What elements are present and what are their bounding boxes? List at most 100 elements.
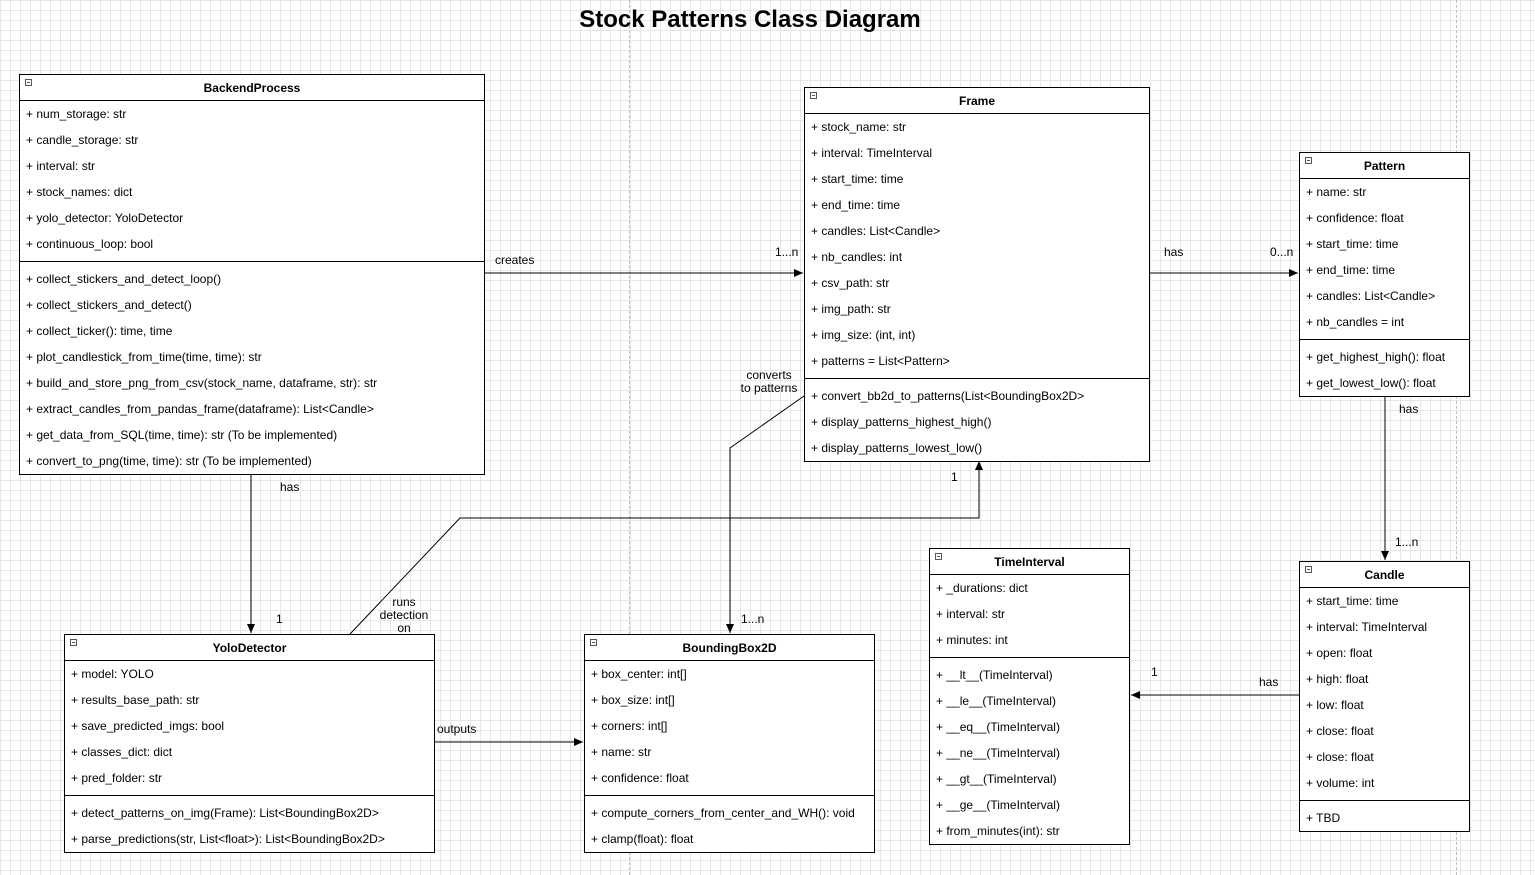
- method-row: + convert_to_png(time, time): str (To be…: [26, 454, 312, 468]
- collapse-icon[interactable]: [1305, 566, 1312, 573]
- attribute-row: + stock_name: str: [811, 120, 907, 134]
- method-row: + detect_patterns_on_img(Frame): List<Bo…: [71, 806, 379, 820]
- method-list: + TBD: [1300, 800, 1469, 831]
- label-runs-detection-on: runs detection on: [379, 595, 429, 635]
- attribute-row: + model: YOLO: [71, 667, 154, 681]
- collapse-icon[interactable]: [1305, 157, 1312, 164]
- page-break-line: [629, 0, 630, 875]
- class-name: Candle: [1364, 568, 1405, 582]
- method-list: + get_highest_high(): float + get_lowest_…: [1300, 339, 1469, 396]
- method-list: + detect_patterns_on_img(Frame): List<Bo…: [65, 795, 434, 852]
- method-row: + display_patterns_lowest_low(): [811, 441, 983, 455]
- attribute-row: + start_time: time: [1306, 237, 1399, 251]
- edge-yolo-runs-on-frame[interactable]: [349, 461, 983, 635]
- method-row: + __ne__(TimeInterval): [936, 746, 1060, 760]
- multiplicity-frame: 1...n: [775, 245, 799, 259]
- attribute-row: + continuous_loop: bool: [26, 237, 154, 251]
- method-row: + clamp(float): float: [591, 832, 694, 846]
- multiplicity-pattern: 0...n: [1270, 245, 1294, 259]
- class-pattern[interactable]: Pattern + name: str+ confidence: float+ …: [1299, 152, 1470, 397]
- collapse-icon[interactable]: [70, 639, 77, 646]
- collapse-icon[interactable]: [810, 92, 817, 99]
- attribute-row: + open: float: [1306, 646, 1373, 660]
- collapse-icon[interactable]: [935, 553, 942, 560]
- class-name: TimeInterval: [994, 555, 1065, 569]
- attribute-row: + candle_storage: str: [26, 133, 139, 147]
- attribute-row: + interval: TimeInterval: [1306, 620, 1428, 634]
- attribute-row: + classes_dict: dict: [71, 745, 173, 759]
- attribute-row: + nb_candles: int: [811, 250, 903, 264]
- method-row: + __eq__(TimeInterval): [936, 720, 1060, 734]
- method-row: + collect_stickers_and_detect_loop(): [26, 272, 222, 286]
- multiplicity-timeinterval: 1: [1151, 665, 1158, 679]
- attribute-row: + yolo_detector: YoloDetector: [26, 211, 184, 225]
- attribute-row: + num_storage: str: [26, 107, 127, 121]
- method-row: + __lt__(TimeInterval): [936, 668, 1053, 682]
- method-list: + collect_stickers_and_detect_loop() + co…: [20, 261, 484, 474]
- class-name: BackendProcess: [203, 81, 301, 95]
- class-bounding-box-2d[interactable]: BoundingBox2D + box_center: int[]+ box_s…: [584, 634, 875, 853]
- method-row: + TBD: [1306, 811, 1341, 825]
- method-row: + collect_ticker(): time, time: [26, 324, 173, 338]
- class-name: Pattern: [1363, 159, 1406, 173]
- attribute-row: + close: float: [1306, 724, 1374, 738]
- class-header[interactable]: BoundingBox2D: [585, 635, 874, 661]
- method-list: + __lt__(TimeInterval) + __le__(TimeInter…: [930, 657, 1129, 844]
- method-list: + compute_corners_from_center_and_WH(): …: [585, 795, 874, 852]
- method-row: + plot_candlestick_from_time(time, time)…: [26, 350, 262, 364]
- attribute-row: + pred_folder: str: [71, 771, 163, 785]
- attribute-row: + interval: TimeInterval: [811, 146, 933, 160]
- attribute-list: + model: YOLO+ results_base_path: str+ s…: [65, 661, 434, 795]
- class-header[interactable]: TimeInterval: [930, 549, 1129, 575]
- collapse-icon[interactable]: [590, 639, 597, 646]
- attribute-row: + start_time: time: [811, 172, 904, 186]
- method-row: + display_patterns_highest_high(): [811, 415, 992, 429]
- method-row: + __le__(TimeInterval): [936, 694, 1056, 708]
- attribute-row: + confidence: float: [1306, 211, 1404, 225]
- attribute-row: + img_size: (int, int): [811, 328, 916, 342]
- edge-frame-converts-boundingbox[interactable]: [726, 395, 805, 633]
- class-backend-process[interactable]: BackendProcess + num_storage: str + candl…: [19, 74, 485, 475]
- method-row: + parse_predictions(str, List<float>): L…: [71, 832, 385, 846]
- attribute-row: + results_base_path: str: [71, 693, 200, 707]
- class-header[interactable]: YoloDetector: [65, 635, 434, 661]
- attribute-list: + _durations: dict+ interval: str+ minut…: [930, 575, 1129, 657]
- method-row: + __gt__(TimeInterval): [936, 772, 1057, 786]
- method-row: + build_and_store_png_from_csv(stock_nam…: [26, 376, 378, 390]
- attribute-row: + _durations: dict: [936, 581, 1028, 595]
- class-header[interactable]: Pattern: [1300, 153, 1469, 179]
- method-list: + convert_bb2d_to_patterns(List<Bounding…: [805, 378, 1149, 461]
- method-row: + extract_candles_from_pandas_frame(data…: [26, 402, 374, 416]
- class-header[interactable]: Candle: [1300, 562, 1469, 588]
- class-candle[interactable]: Candle + start_time: time + interval: Tim…: [1299, 561, 1470, 832]
- method-row: + get_lowest_low(): float: [1306, 376, 1436, 390]
- class-name: Frame: [958, 94, 996, 108]
- class-frame[interactable]: Frame + stock_name: str + interval: TimeI…: [804, 87, 1150, 462]
- attribute-list: + start_time: time + interval: TimeInterv…: [1300, 588, 1469, 800]
- attribute-row: + box_size: int[]: [591, 693, 675, 707]
- class-header[interactable]: Frame: [805, 88, 1149, 114]
- attribute-row: + start_time: time: [1306, 594, 1399, 608]
- method-row: + __ge__(TimeInterval): [936, 798, 1060, 812]
- method-row: + collect_stickers_and_detect(): [26, 298, 192, 312]
- attribute-list: + name: str+ confidence: float+ start_ti…: [1300, 179, 1469, 339]
- multiplicity-frame-detection: 1: [951, 470, 958, 484]
- class-header[interactable]: BackendProcess: [20, 75, 484, 101]
- collapse-icon[interactable]: [25, 79, 32, 86]
- attribute-row: + candles: List<Candle>: [811, 224, 941, 238]
- method-row: + from_minutes(int): str: [936, 824, 1060, 838]
- class-time-interval[interactable]: TimeInterval + _durations: dict+ interva…: [929, 548, 1130, 845]
- multiplicity-boundingbox: 1...n: [741, 612, 765, 626]
- class-yolo-detector[interactable]: YoloDetector + model: YOLO + results_base…: [64, 634, 435, 853]
- page-break-line: [1456, 0, 1457, 875]
- attribute-row: + low: float: [1306, 698, 1364, 712]
- label-creates: creates: [495, 253, 535, 267]
- attribute-row: + high: float: [1306, 672, 1369, 686]
- attribute-list: + box_center: int[]+ box_size: int[]+ co…: [585, 661, 874, 795]
- method-row: + get_highest_high(): float: [1306, 350, 1446, 364]
- attribute-row: + patterns = List<Pattern>: [811, 354, 950, 368]
- method-row: + get_data_from_SQL(time, time): str (To…: [26, 428, 338, 442]
- attribute-row: + end_time: time: [1306, 263, 1396, 277]
- class-name: BoundingBox2D: [682, 641, 777, 655]
